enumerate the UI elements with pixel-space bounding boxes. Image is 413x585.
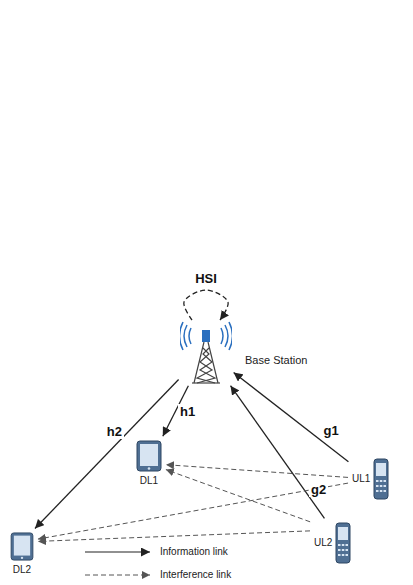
link-label: g1 — [322, 423, 341, 438]
node-label: UL1 — [352, 473, 370, 485]
downlink-user: DL1 — [134, 438, 164, 489]
tower-icon — [180, 318, 232, 384]
link-label: g2 — [309, 482, 328, 497]
legend-sample-dashed — [85, 575, 150, 576]
interference-link — [166, 465, 348, 478]
legend-sample-solid — [85, 551, 150, 552]
tablet-icon — [10, 532, 34, 561]
node-label: Base Station — [245, 354, 307, 367]
uplink-user: UL2 — [312, 520, 353, 566]
phone-icon — [373, 458, 389, 500]
link-label: HSI — [193, 271, 219, 286]
legend-entry: Information link — [160, 545, 228, 559]
tablet-icon — [136, 440, 162, 472]
link-label: h1 — [178, 404, 197, 419]
interference-link — [38, 531, 310, 542]
downlink-user: DL2 — [8, 530, 36, 578]
uplink-user: UL1 — [350, 456, 391, 502]
information-link — [35, 379, 179, 528]
interference-link — [166, 470, 310, 522]
legend-text: Information link — [160, 545, 228, 559]
node-label: UL2 — [314, 537, 332, 549]
node-label: DL1 — [140, 475, 158, 487]
link-label: h2 — [105, 424, 124, 439]
legend-text: Interference link — [160, 568, 231, 582]
legend-entry: Interference link — [160, 568, 231, 582]
information-link — [234, 372, 349, 461]
node-label: DL2 — [13, 564, 31, 576]
phone-icon — [335, 522, 351, 564]
information-link — [184, 290, 228, 320]
information-link — [231, 386, 325, 519]
base-station: Base Station — [180, 318, 232, 384]
